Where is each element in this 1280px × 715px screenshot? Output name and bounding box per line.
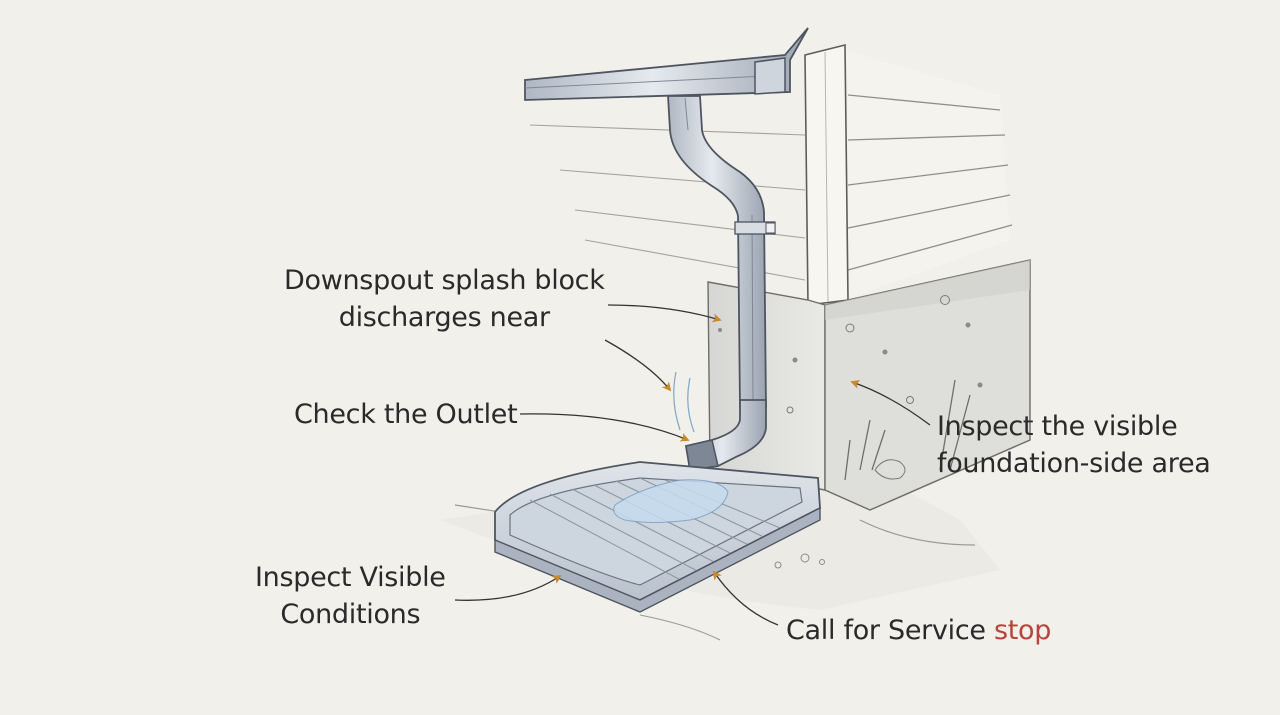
callout-service-stop: stop [993, 615, 1052, 646]
callout-downspout-line1: Downspout splash block [284, 265, 605, 296]
callout-foundation: Inspect the visible foundation-side area [937, 408, 1211, 482]
callout-downspout-line2: discharges near [338, 302, 550, 333]
callout-outlet: Check the Outlet [294, 399, 518, 430]
callout-service: Call for Service stop [786, 612, 1051, 649]
callout-foundation-line2: foundation-side area [937, 448, 1211, 479]
callout-service-text: Call for Service [786, 615, 986, 646]
downspout-pipe [667, 95, 776, 472]
callout-conditions-line2: Conditions [280, 599, 421, 630]
house-siding [529, 43, 1013, 306]
callout-arrows [454, 304, 931, 626]
callout-conditions-line1: Inspect Visible [255, 562, 446, 593]
gutter [524, 27, 809, 101]
callout-downspout: Downspout splash block discharges near [284, 262, 605, 336]
splash-block [494, 371, 821, 613]
callout-foundation-line1: Inspect the visible [937, 411, 1178, 442]
callout-conditions: Inspect Visible Conditions [255, 559, 446, 633]
